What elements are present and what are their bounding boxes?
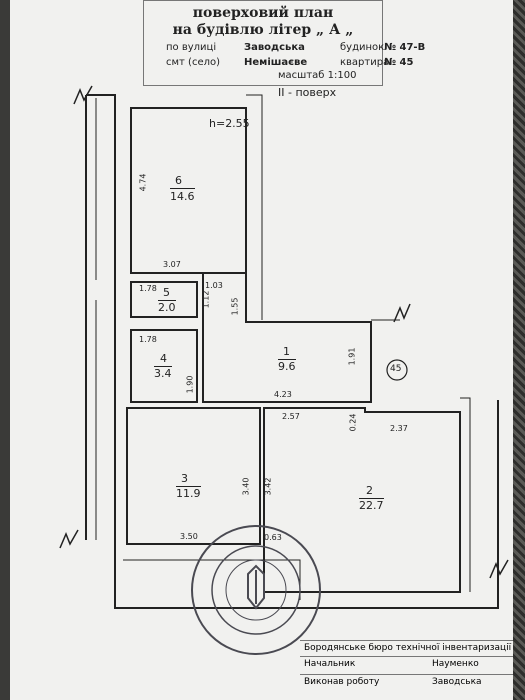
footer-row-bureau: Бородянське бюро технічної інвентаризаці… [300,640,513,657]
dim-room1-width: 4.23 [274,390,292,399]
room-3-outline [126,407,261,545]
room-1-number: 1 [283,345,290,358]
room-3-area: 11.9 [176,486,201,500]
executor-name: Заводська [432,677,482,687]
dim-room4-width: 1.78 [139,335,157,344]
title-line-2: на будівлю літер „ А „ [172,22,354,38]
building-value: № 47-В [384,42,426,53]
settlement-label: смт (село) [166,57,221,68]
building-label: будинок [340,42,385,53]
street-label: по вулиці [166,42,217,53]
dim-room2-step: 0.24 [348,413,358,432]
room-5-number: 5 [163,286,170,299]
dim-room6-height: 4.74 [138,173,148,192]
room-4-number: 4 [160,352,167,365]
room-4-area: 3.4 [154,366,172,380]
title-line-1: поверховий план [192,5,334,21]
ceiling-height: h=2.55 [209,117,250,130]
dim-room1-side: 1.91 [347,347,357,366]
outer-wall [86,94,499,609]
room-2-number: 2 [366,484,373,497]
dim-room6-width: 3.07 [163,260,181,269]
dim-corridor-top: 1.03 [205,281,223,290]
room-5-area: 2.0 [158,300,176,314]
dim-room5-side: 1.12 [201,290,211,309]
chief-label: Начальник [304,659,356,669]
official-stamp [191,525,321,655]
room-3-number: 3 [181,472,188,485]
dim-room2-top-right: 2.37 [390,424,408,433]
footer-table: Бородянське бюро технічної інвентаризаці… [300,640,513,700]
dim-room5-width: 1.78 [139,284,157,293]
apartment-marker-number: 45 [390,364,402,374]
room-1-outline [202,272,372,403]
dim-room3-width: 3.50 [180,532,198,541]
apartment-value: № 45 [384,57,414,68]
background-texture [513,0,525,700]
dim-room2-side: 3.42 [263,477,273,496]
dim-corridor-side: 1.55 [230,297,240,316]
executor-label: Виконав роботу [304,677,380,687]
room-1-area: 9.6 [278,359,296,373]
street-value: Заводська [244,42,305,53]
apartment-marker-circle [386,359,408,381]
room-6-outline [130,107,247,274]
room-6-area: 14.6 [170,188,195,203]
floor-label: II - поверх [278,86,337,99]
room-5-outline [130,281,198,318]
dim-room4-side: 1.90 [185,375,195,394]
bureau-name: Бородянське бюро технічної інвентаризаці… [304,643,512,653]
footer-row-executor: Виконав роботу Заводська [300,674,513,695]
footer-row-chief: Начальник Науменко [300,656,513,675]
dim-room2-top-left: 2.57 [282,412,300,421]
room-4-outline [130,329,198,403]
room-6-number: 6 [175,174,182,187]
room-2-area: 22.7 [359,498,384,512]
settlement-value: Немішаєве [244,57,308,68]
dim-wall-gap: 0.63 [264,533,282,542]
title-block: поверховий план на будівлю літер „ А „ п… [143,0,425,86]
apartment-label: квартира [340,57,390,68]
scale-label: масштаб 1:100 [278,70,357,81]
dim-room3-side: 3.40 [241,477,251,496]
chief-name: Науменко [432,659,479,669]
trident-emblem [247,564,265,610]
